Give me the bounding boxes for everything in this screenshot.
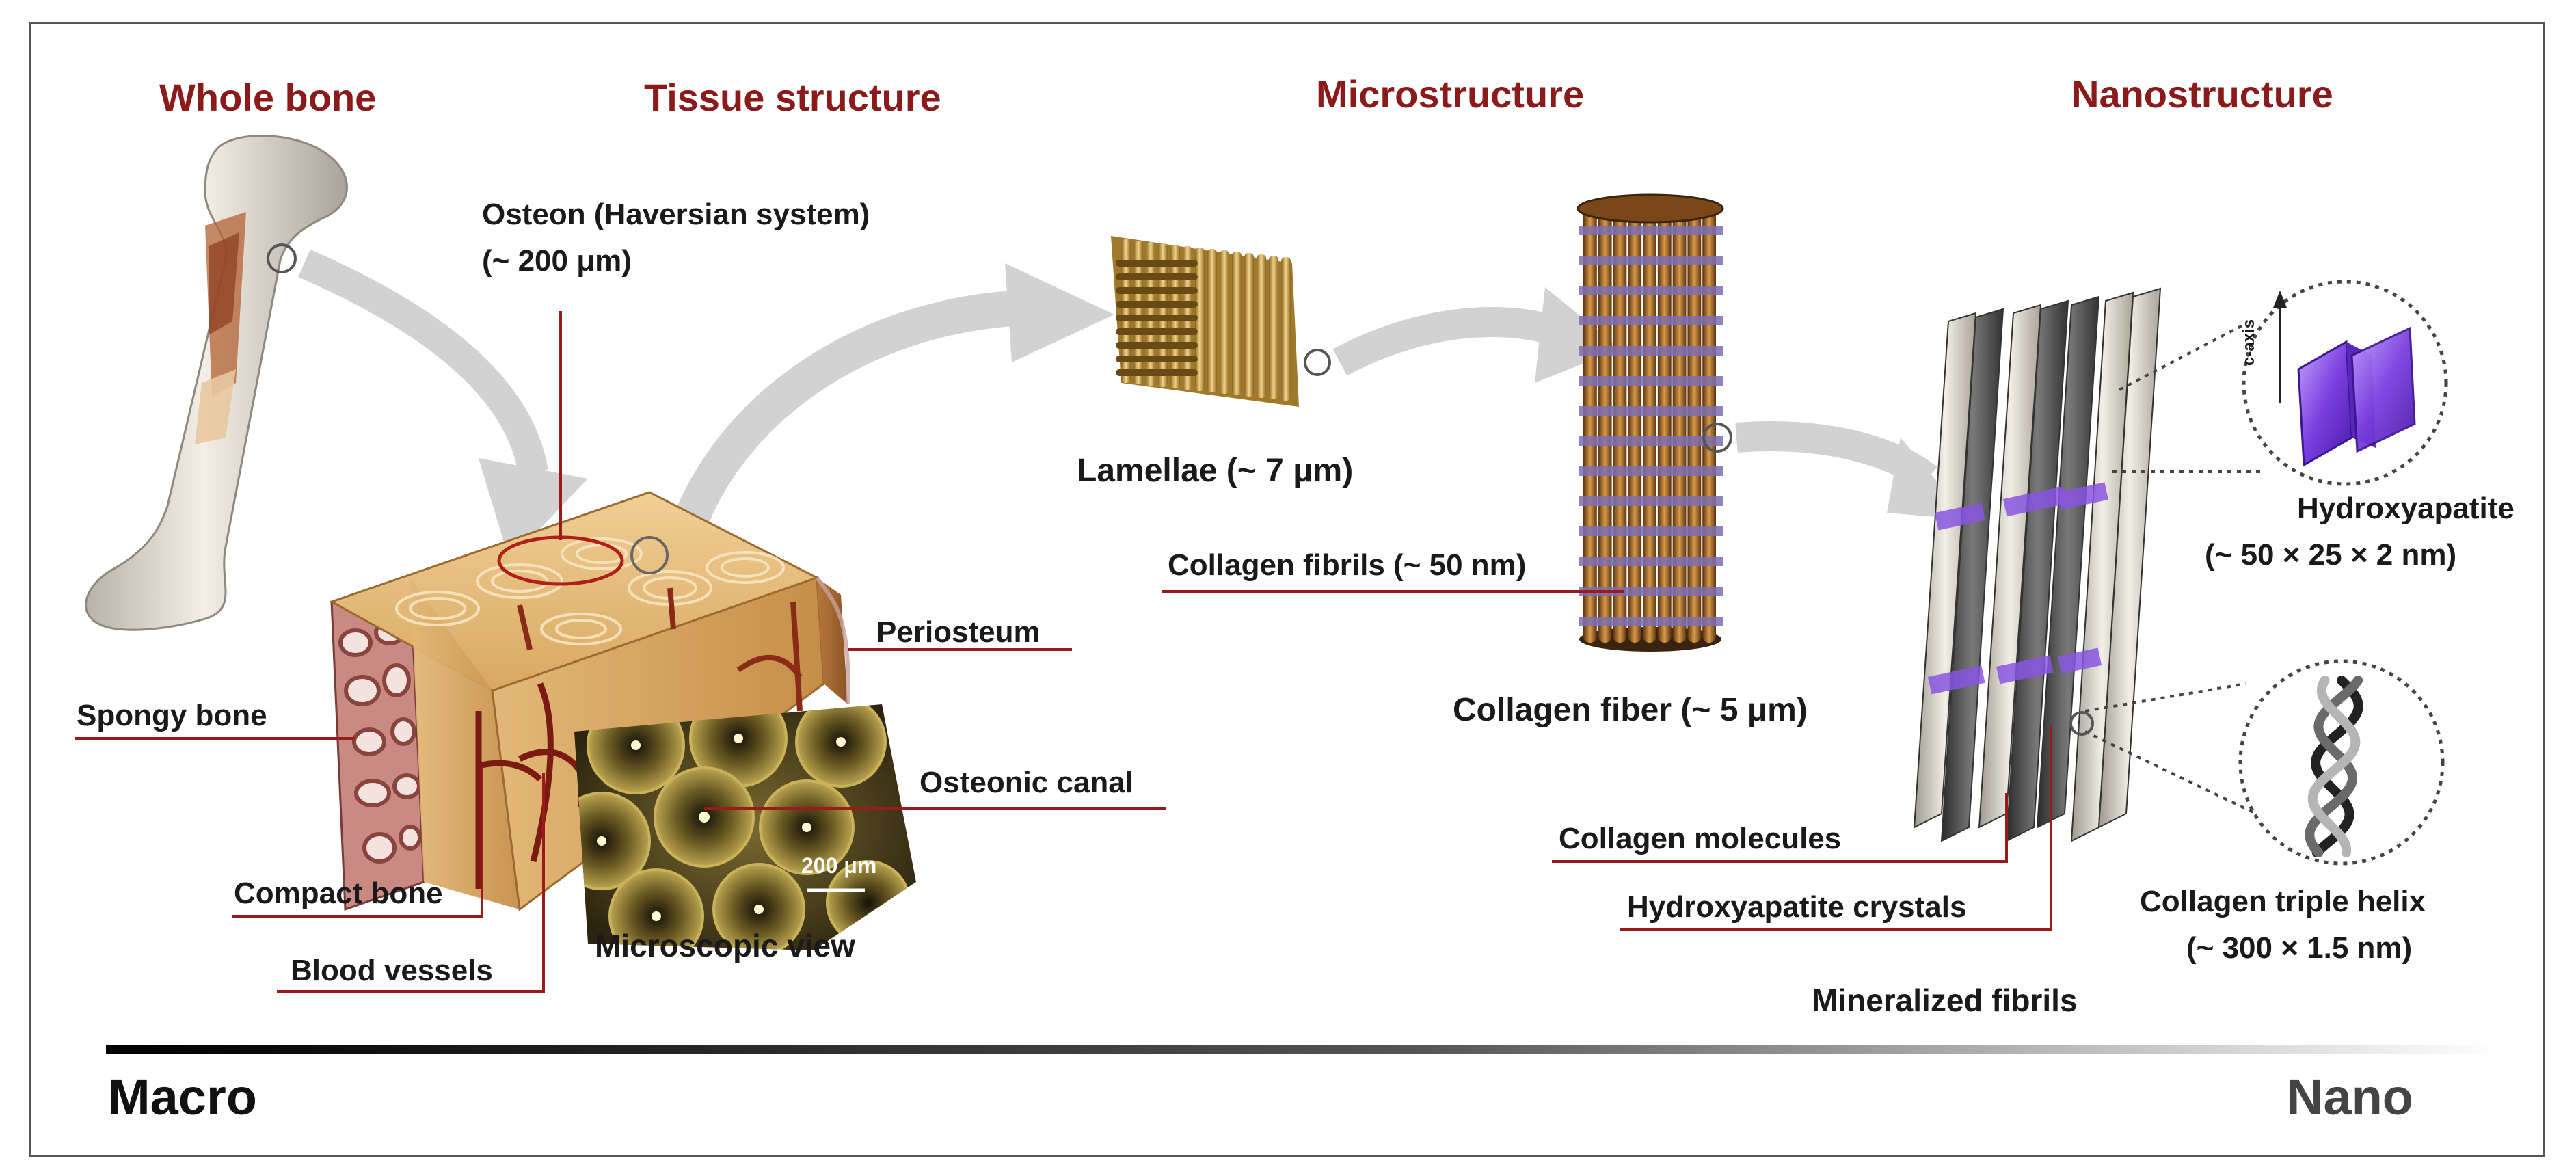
collagen-fibril-rod xyxy=(1672,205,1687,643)
lamella-crossrod xyxy=(1116,273,1198,280)
lamella-rod xyxy=(1244,253,1254,397)
collagen-fibril-rod xyxy=(1583,205,1597,643)
scale-label-nano: Nano xyxy=(2287,1069,2413,1125)
heading-nanostructure: Nanostructure xyxy=(2071,72,2333,116)
label-osteon-size: (~ 200 μm) xyxy=(482,244,632,278)
label-lamellae: Lamellae (~ 7 μm) xyxy=(1077,453,1354,489)
label-blood-vessels: Blood vessels xyxy=(291,954,493,987)
lamella-rod xyxy=(1220,250,1229,394)
flow-arrow-tissue-to-micro xyxy=(667,263,1114,546)
scale-label-macro: Macro xyxy=(108,1069,257,1125)
mineralized-fibril-strand xyxy=(1940,308,2004,842)
femur-illustration xyxy=(85,135,348,631)
fiber-band xyxy=(1579,617,1723,626)
helix-strand xyxy=(2307,676,2361,857)
lamella-crossrod xyxy=(1116,328,1198,335)
lamella-rod xyxy=(1269,256,1278,399)
crystal-band xyxy=(1935,503,1985,531)
label-hydroxyapatite-size: (~ 50 × 25 × 2 nm) xyxy=(2205,538,2457,572)
fiber-band xyxy=(1579,256,1723,265)
label-triple-helix-size: (~ 300 × 1.5 nm) xyxy=(2186,931,2413,965)
fiber-band xyxy=(1579,557,1723,566)
label-c-axis: c-axis xyxy=(2240,319,2258,366)
lamella-crossrod xyxy=(1116,315,1198,321)
label-collagen-triple-helix: Collagen triple helix xyxy=(2140,885,2426,918)
macro-nano-gradient-bar xyxy=(106,1045,2499,1054)
leader-hydroxyapatite-crystals xyxy=(1620,725,2052,931)
lamella-rod xyxy=(1232,252,1242,395)
mineralized-fibrils-illustration xyxy=(1913,287,2162,842)
collagen-triple-helix-zoom-circle xyxy=(2069,659,2445,866)
label-collagen-fibrils: Collagen fibrils (~ 50 nm) xyxy=(1168,548,1527,582)
microscopic-view-image xyxy=(574,704,916,950)
lamella-crossrod xyxy=(1116,287,1198,294)
collagen-fibril-rod xyxy=(1657,205,1672,643)
fiber-band xyxy=(1579,286,1723,295)
label-spongy-bone: Spongy bone xyxy=(77,699,267,732)
label-collagen-fiber: Collagen fiber (~ 5 μm) xyxy=(1453,692,1808,728)
flow-arrow-fiber-to-nano xyxy=(1735,421,1969,520)
collagen-fibril-rod xyxy=(1613,205,1627,643)
mineralized-fibril-strand xyxy=(2097,287,2162,829)
crystal-band xyxy=(1928,665,1985,695)
label-periosteum: Periosteum xyxy=(876,615,1041,649)
heading-whole-bone: Whole bone xyxy=(159,76,377,119)
lamella-rod xyxy=(1281,257,1291,401)
fiber-band xyxy=(1579,346,1723,356)
lamella-crossrod xyxy=(1116,369,1198,376)
label-scale-bar: 200 μm xyxy=(801,853,877,878)
fiber-band xyxy=(1579,316,1723,325)
crystal-band xyxy=(2058,482,2108,510)
collagen-fiber-illustration xyxy=(1577,193,1732,652)
lamella-crossrod xyxy=(1116,301,1198,308)
hydroxyapatite-crystal-bands xyxy=(1928,482,2108,695)
helix-strand xyxy=(2311,676,2363,857)
fiber-band xyxy=(1579,587,1723,596)
label-osteon: Osteon (Haversian system) xyxy=(482,198,870,231)
heading-tissue-structure: Tissue structure xyxy=(644,76,941,119)
leader-blood-vessels xyxy=(277,773,545,993)
fiber-band xyxy=(1579,406,1723,416)
lamella-rod xyxy=(1257,254,1266,398)
collagen-fibril-rod xyxy=(1643,205,1656,643)
fiber-band xyxy=(1579,376,1723,386)
heading-microstructure: Microstructure xyxy=(1316,72,1585,116)
label-collagen-molecules: Collagen molecules xyxy=(1559,822,1842,855)
hydroxyapatite-zoom-circle xyxy=(2112,280,2448,486)
fiber-band xyxy=(1579,436,1723,446)
spongy-bone-pores xyxy=(338,619,422,864)
crystal-band xyxy=(2058,647,2102,674)
lamellae-illustration xyxy=(1111,236,1331,407)
lamella-crossrod xyxy=(1116,356,1198,362)
label-hydroxyapatite: Hydroxyapatite xyxy=(2297,492,2514,525)
label-microscopic-view: Microscopic view xyxy=(595,928,855,963)
fiber-band xyxy=(1579,496,1723,506)
crystal-band xyxy=(2003,486,2067,517)
label-mineralized-fibrils: Mineralized fibrils xyxy=(1812,983,2078,1018)
lamella-rod xyxy=(1195,248,1205,391)
crystal-band xyxy=(1996,655,2054,684)
leader-collagen-molecules xyxy=(1552,793,2008,863)
label-osteonic-canal: Osteonic canal xyxy=(920,766,1134,799)
fiber-band xyxy=(1579,466,1723,476)
fiber-band xyxy=(1579,226,1723,235)
lamella-crossrod xyxy=(1116,260,1198,267)
lamella-rod xyxy=(1207,249,1217,392)
collagen-fibril-rod xyxy=(1628,205,1642,643)
mineralized-fibril-strand xyxy=(1913,312,1977,829)
leader-compact-bone xyxy=(232,766,483,918)
collagen-fibril-rod xyxy=(1598,205,1612,643)
label-compact-bone: Compact bone xyxy=(234,877,443,910)
flow-arrow-lamellae-to-fiber xyxy=(1332,287,1620,383)
lamella-crossrod xyxy=(1116,342,1198,349)
fiber-band xyxy=(1579,526,1723,536)
label-hydroxyapatite-crystals: Hydroxyapatite crystals xyxy=(1627,890,1967,924)
mineralized-fibril-strand xyxy=(2036,295,2100,829)
flow-arrow-whole-to-tissue xyxy=(298,249,588,561)
leader-lines xyxy=(75,311,2052,993)
figure-border xyxy=(29,22,2545,1157)
collagen-fibril-rod xyxy=(1687,205,1702,643)
